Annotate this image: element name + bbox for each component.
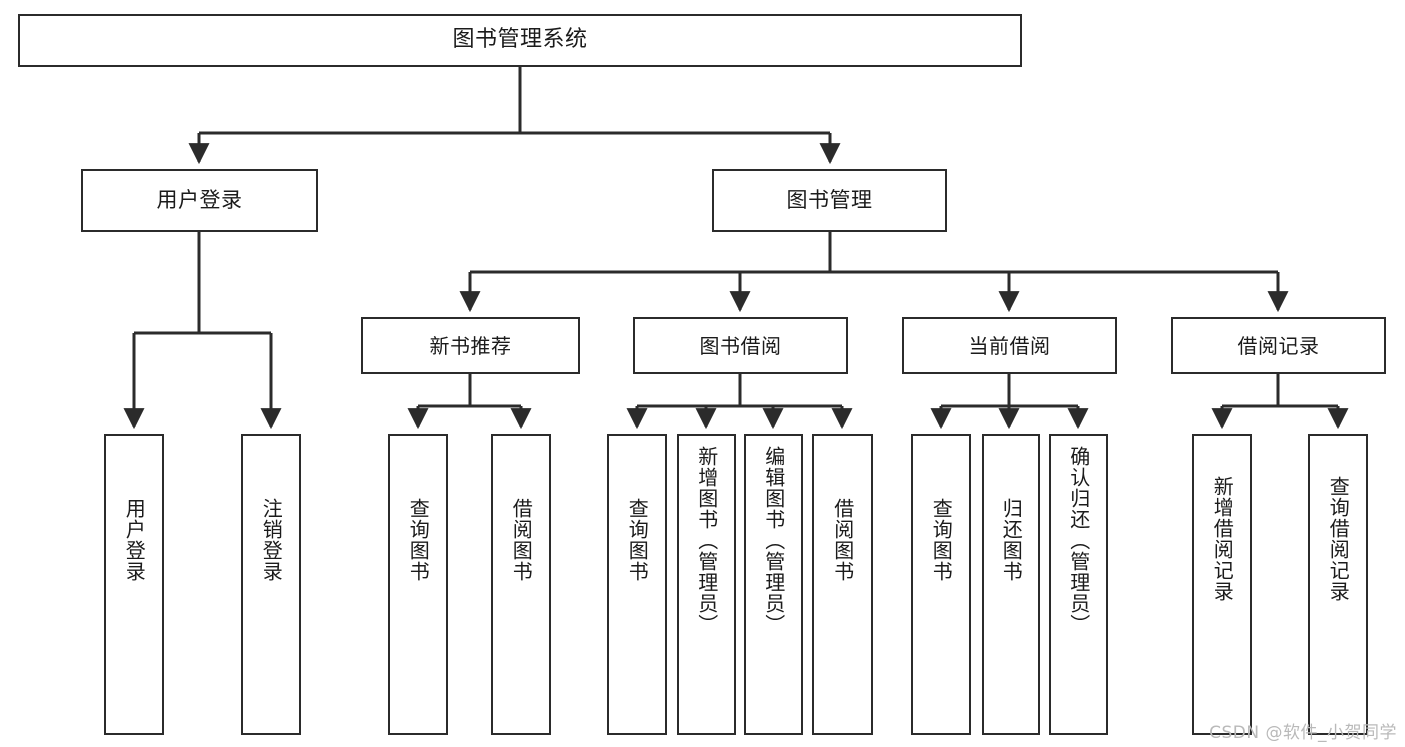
node-label: 确认归还（管理员） bbox=[1066, 446, 1091, 635]
leaf-query-book-newbook[interactable]: 查询图书 bbox=[388, 434, 448, 735]
csdn-watermark: CSDN @软件_小贺同学 bbox=[1209, 723, 1397, 743]
leaf-confirm-return-admin[interactable]: 确认归还（管理员） bbox=[1049, 434, 1108, 735]
leaf-logout[interactable]: 注销登录 bbox=[241, 434, 301, 735]
node-label: 用户登录 bbox=[156, 187, 243, 212]
node-new-book-recommendation[interactable]: 新书推荐 bbox=[361, 317, 580, 374]
node-label: 新书推荐 bbox=[429, 333, 512, 358]
node-label: 查询图书 bbox=[929, 498, 954, 582]
leaf-query-borrow-record[interactable]: 查询借阅记录 bbox=[1308, 434, 1368, 735]
leaf-query-book-borrow[interactable]: 查询图书 bbox=[607, 434, 667, 735]
node-book-borrow[interactable]: 图书借阅 bbox=[633, 317, 848, 374]
node-borrow-record[interactable]: 借阅记录 bbox=[1171, 317, 1386, 374]
node-label: 借阅图书 bbox=[830, 498, 855, 582]
node-label: 图书借阅 bbox=[699, 333, 782, 358]
node-label: 用户登录 bbox=[122, 498, 147, 582]
node-label: 注销登录 bbox=[259, 498, 284, 582]
node-root-book-management-system[interactable]: 图书管理系统 bbox=[18, 14, 1022, 67]
node-label: 当前借阅 bbox=[968, 333, 1051, 358]
node-label: 借阅记录 bbox=[1237, 333, 1320, 358]
leaf-add-borrow-record[interactable]: 新增借阅记录 bbox=[1192, 434, 1252, 735]
leaf-add-book-admin[interactable]: 新增图书（管理员） bbox=[677, 434, 736, 735]
node-label: 查询图书 bbox=[406, 498, 431, 582]
node-label: 编辑图书（管理员） bbox=[761, 446, 786, 635]
leaf-user-login[interactable]: 用户登录 bbox=[104, 434, 164, 735]
node-label: 查询借阅记录 bbox=[1326, 476, 1351, 602]
leaf-query-book-current[interactable]: 查询图书 bbox=[911, 434, 971, 735]
node-label: 归还图书 bbox=[999, 498, 1024, 582]
leaf-borrow-book-newbook[interactable]: 借阅图书 bbox=[491, 434, 551, 735]
leaf-borrow-book[interactable]: 借阅图书 bbox=[812, 434, 873, 735]
node-label: 图书管理系统 bbox=[452, 27, 588, 53]
node-user-login[interactable]: 用户登录 bbox=[81, 169, 318, 232]
node-label: 查询图书 bbox=[625, 498, 650, 582]
node-book-management[interactable]: 图书管理 bbox=[712, 169, 947, 232]
node-current-borrow[interactable]: 当前借阅 bbox=[902, 317, 1117, 374]
leaf-edit-book-admin[interactable]: 编辑图书（管理员） bbox=[744, 434, 803, 735]
leaf-return-book[interactable]: 归还图书 bbox=[982, 434, 1040, 735]
node-label: 借阅图书 bbox=[509, 498, 534, 582]
node-label: 新增图书（管理员） bbox=[694, 446, 719, 635]
node-label: 新增借阅记录 bbox=[1210, 476, 1235, 602]
node-label: 图书管理 bbox=[786, 187, 873, 212]
